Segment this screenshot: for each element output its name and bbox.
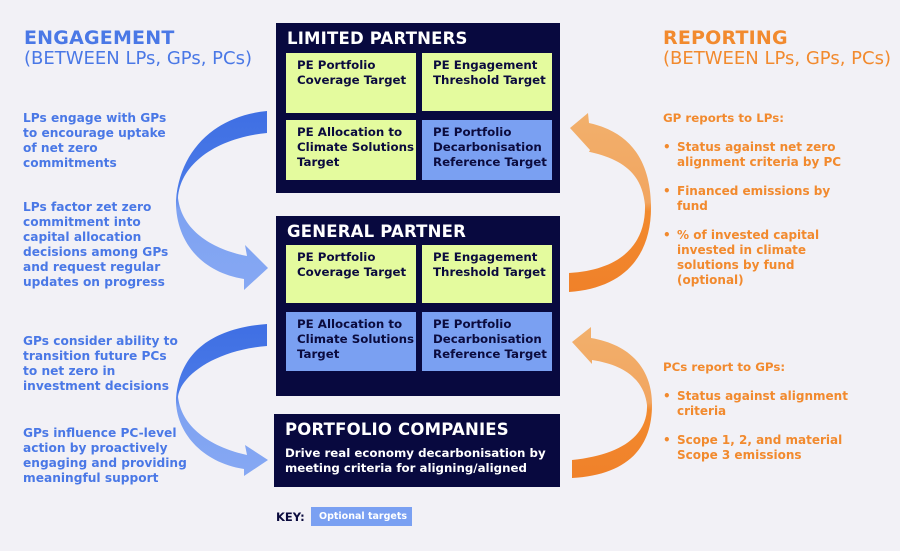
key-label: KEY: bbox=[276, 510, 305, 524]
arrow-lp-to-gp-icon bbox=[175, 111, 268, 290]
limited-partners-title: LIMITED PARTNERS bbox=[287, 29, 468, 48]
lp-target-tile: PE Engagement Threshold Target bbox=[422, 53, 552, 111]
lp-target-label: PE Engagement Threshold Target bbox=[433, 58, 546, 87]
gp-target-tile: PE Portfolio Decarbonisation Reference T… bbox=[422, 312, 552, 371]
pc-reports-list: Status against alignment criteria Scope … bbox=[663, 389, 853, 477]
engagement-title: ENGAGEMENT bbox=[24, 27, 175, 49]
lp-target-tile: PE Portfolio Decarbonisation Reference T… bbox=[422, 120, 552, 180]
gp-target-label: PE Engagement Threshold Target bbox=[433, 250, 546, 279]
limited-partners-box: LIMITED PARTNERS PE Portfolio Coverage T… bbox=[276, 23, 560, 193]
arrow-gp-report-to-lp-icon bbox=[569, 113, 652, 292]
engagement-note-gp-consider: GPs consider ability to transition futur… bbox=[23, 334, 178, 393]
engagement-note-gp-influence: GPs influence PC-level action by proacti… bbox=[23, 426, 187, 485]
general-partner-box: GENERAL PARTNER PE Portfolio Coverage Ta… bbox=[276, 216, 560, 396]
lp-target-label: PE Allocation to Climate Solutions Targe… bbox=[297, 125, 414, 169]
gp-target-label: PE Portfolio Coverage Target bbox=[297, 250, 407, 279]
pc-report-item: Scope 1, 2, and material Scope 3 emissio… bbox=[663, 433, 853, 463]
gp-target-tile: PE Allocation to Climate Solutions Targe… bbox=[286, 312, 416, 371]
gp-reports-list: Status against net zero alignment criter… bbox=[663, 140, 853, 302]
engagement-note-lp-allocation: LPs factor zet zero commitment into capi… bbox=[23, 200, 169, 289]
pc-reports-title: PCs report to GPs: bbox=[663, 360, 786, 374]
reporting-subtitle: (BETWEEN LPs, GPs, PCs) bbox=[663, 48, 891, 69]
gp-report-item: Financed emissions by fund bbox=[663, 184, 853, 214]
gp-target-tile: PE Portfolio Coverage Target bbox=[286, 245, 416, 303]
lp-target-label: PE Portfolio Decarbonisation Reference T… bbox=[433, 125, 547, 169]
gp-target-label: PE Portfolio Decarbonisation Reference T… bbox=[433, 317, 547, 361]
lp-target-tile: PE Allocation to Climate Solutions Targe… bbox=[286, 120, 416, 180]
gp-target-label: PE Allocation to Climate Solutions Targe… bbox=[297, 317, 414, 361]
gp-reports-title: GP reports to LPs: bbox=[663, 111, 784, 125]
portfolio-companies-description: Drive real economy decarbonisation by me… bbox=[285, 446, 546, 475]
lp-target-label: PE Portfolio Coverage Target bbox=[297, 58, 407, 87]
arrow-pc-report-to-gp-icon bbox=[572, 327, 652, 478]
engagement-subtitle: (BETWEEN LPs, GPs, PCs) bbox=[24, 48, 252, 69]
reporting-title: REPORTING bbox=[663, 27, 788, 49]
key-optional-swatch: Optional targets bbox=[311, 507, 412, 526]
gp-report-item: % of invested capital invested in climat… bbox=[663, 228, 853, 288]
engagement-note-lp-engage: LPs engage with GPs to encourage uptake … bbox=[23, 111, 167, 170]
gp-report-item: Status against net zero alignment criter… bbox=[663, 140, 853, 170]
lp-target-tile: PE Portfolio Coverage Target bbox=[286, 53, 416, 113]
pc-report-item: Status against alignment criteria bbox=[663, 389, 853, 419]
general-partner-title: GENERAL PARTNER bbox=[287, 222, 466, 241]
portfolio-companies-title: PORTFOLIO COMPANIES bbox=[285, 420, 509, 439]
portfolio-companies-box: PORTFOLIO COMPANIES Drive real economy d… bbox=[274, 414, 560, 487]
gp-target-tile: PE Engagement Threshold Target bbox=[422, 245, 552, 303]
arrow-gp-to-pc-icon bbox=[175, 324, 268, 476]
